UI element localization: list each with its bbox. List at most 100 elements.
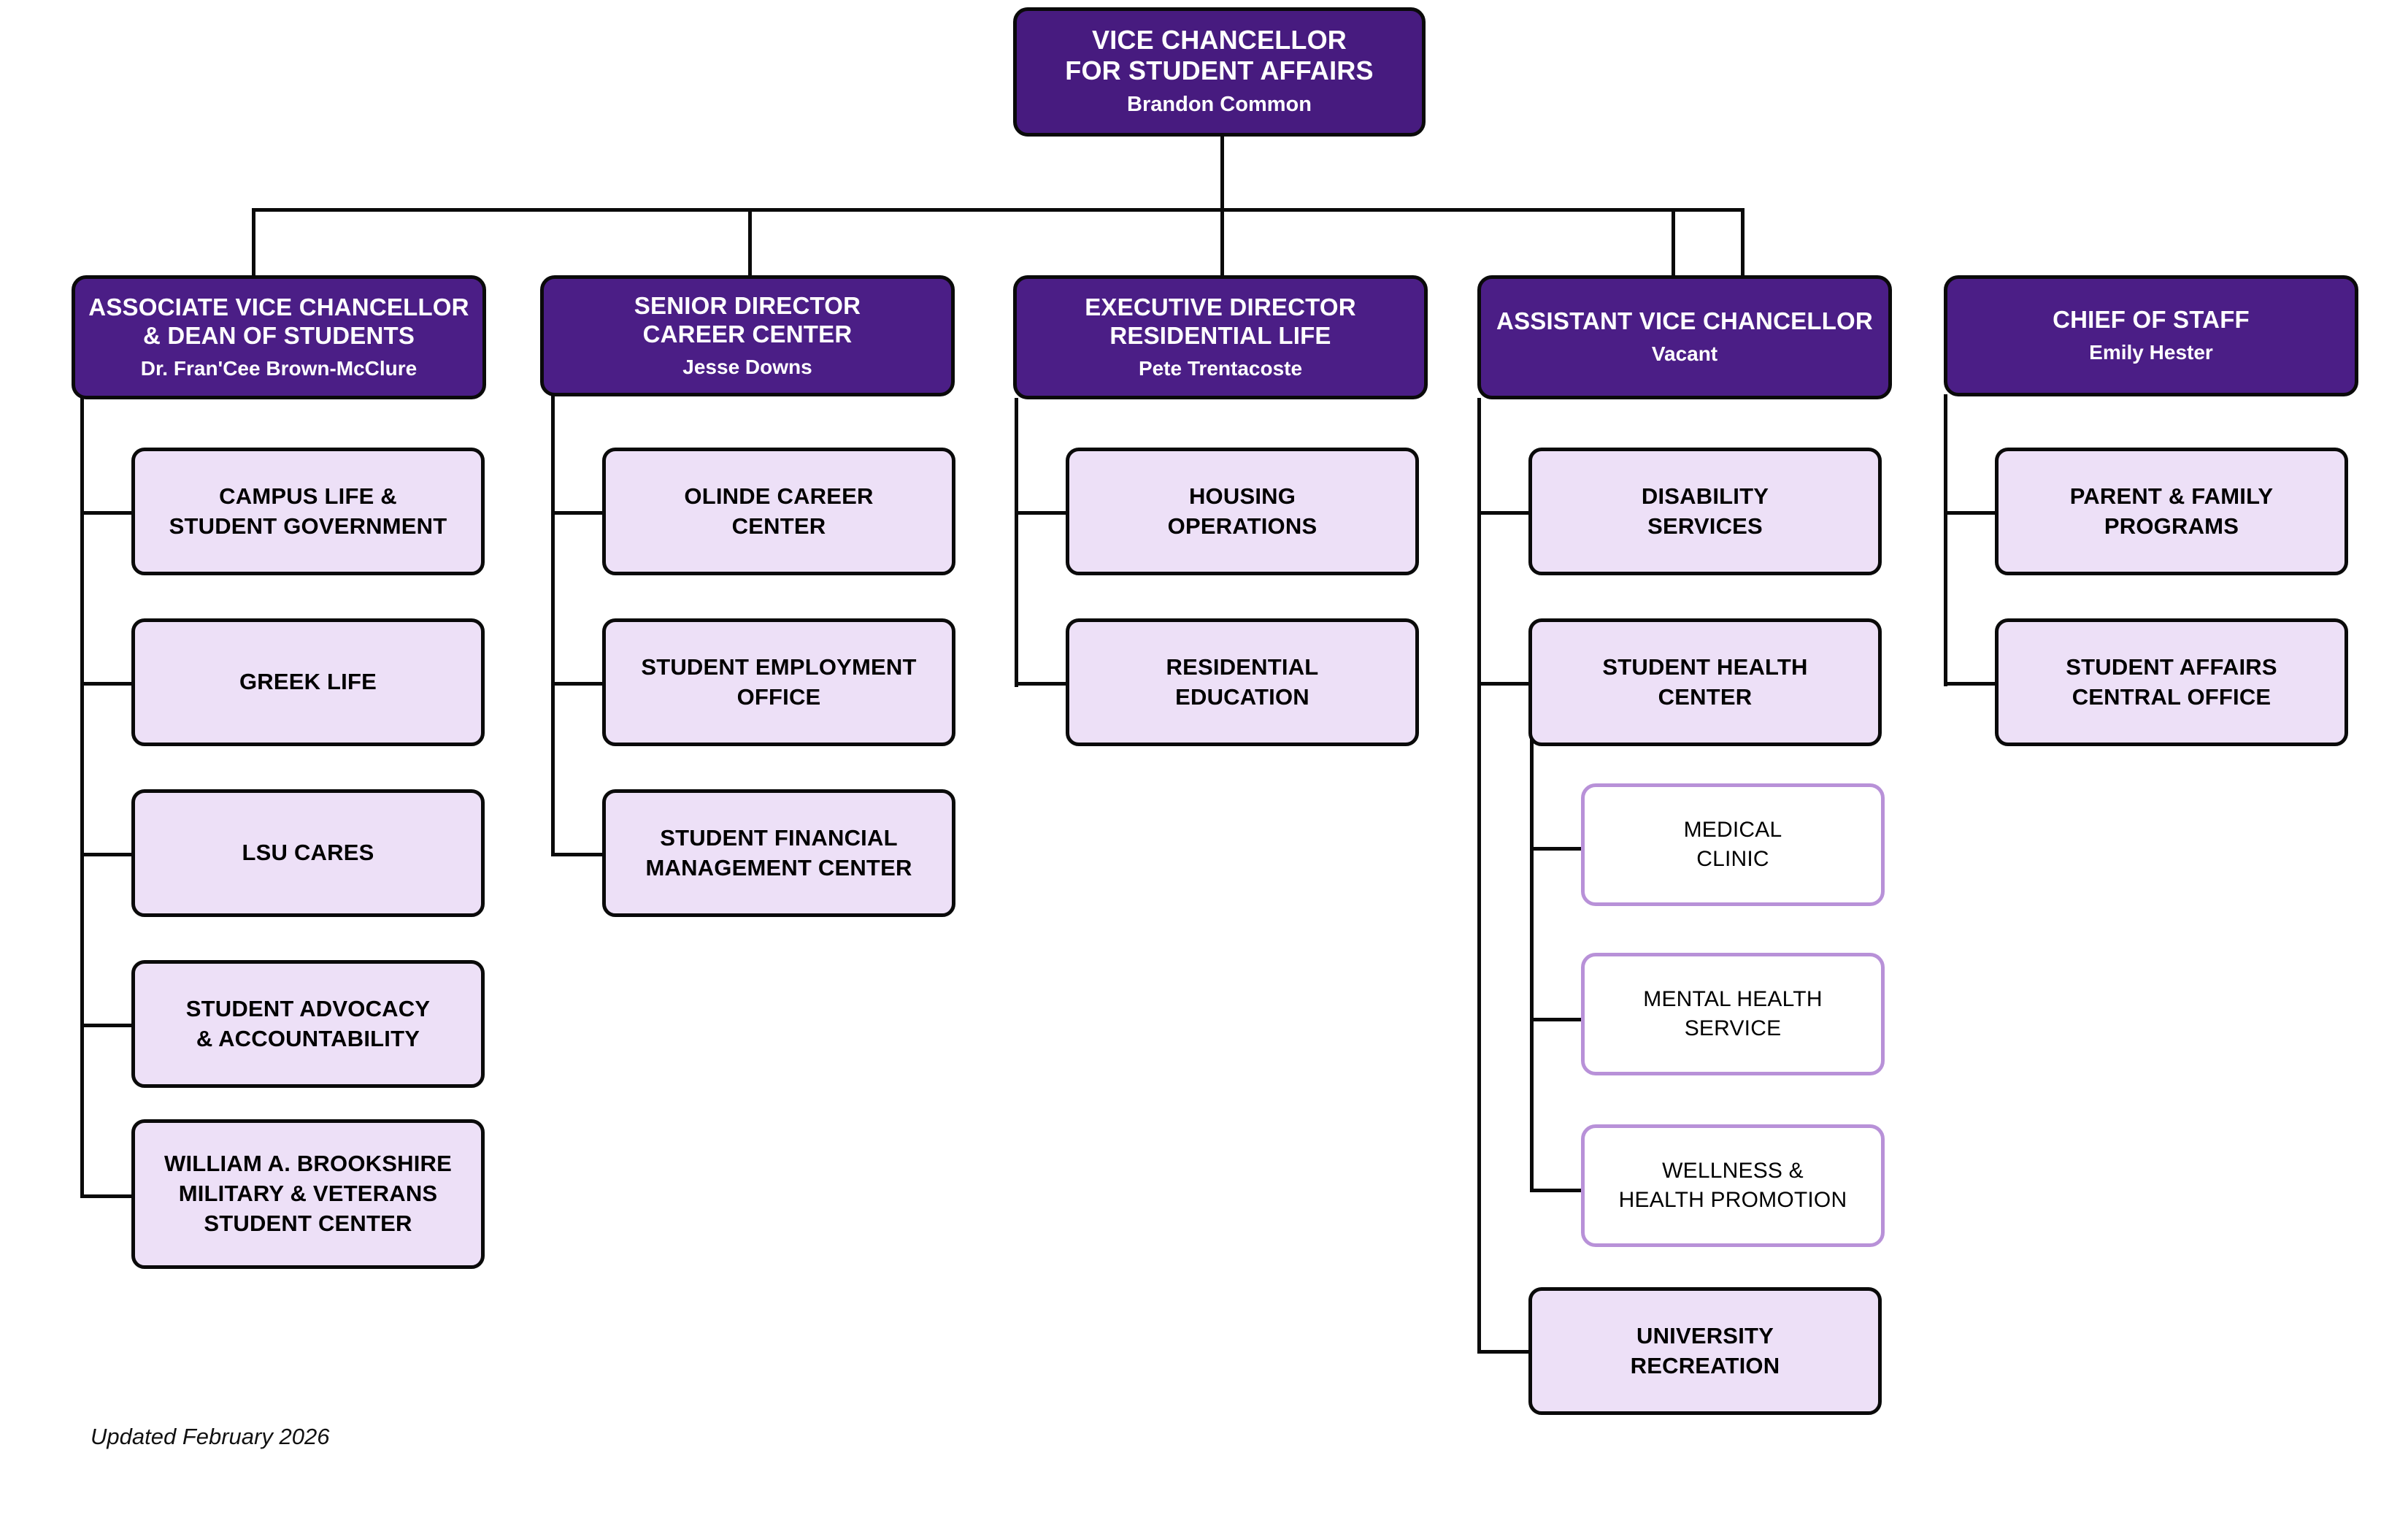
node-person: Pete Trentacoste	[1138, 356, 1303, 380]
node-student-health-center[interactable]: STUDENT HEALTH CENTER	[1528, 618, 1882, 746]
connector-spine-branch-3	[1015, 398, 1018, 687]
node-associate-vice-chancellor-dean-of-students[interactable]: ASSOCIATE VICE CHANCELLOR & DEAN OF STUD…	[72, 275, 486, 399]
node-student-advocacy-accountability[interactable]: STUDENT ADVOCACY & ACCOUNTABILITY	[131, 960, 485, 1088]
node-label-line1: HOUSING	[1188, 483, 1296, 509]
node-person: Brandon Common	[1127, 92, 1312, 116]
node-label-line1: MENTAL HEALTH	[1643, 987, 1823, 1012]
node-label-line1: GREEK LIFE	[239, 669, 377, 695]
connector-stub-shc-c1	[1530, 847, 1582, 851]
connector-stub-b5-c1	[1944, 511, 1996, 515]
node-label-line2: PROGRAMS	[2104, 513, 2239, 539]
node-disability-services[interactable]: DISABILITY SERVICES	[1528, 448, 1882, 575]
node-senior-director-career-center[interactable]: SENIOR DIRECTOR CAREER CENTER Jesse Down…	[540, 275, 955, 396]
node-label-line2: OPERATIONS	[1167, 513, 1318, 539]
node-student-employment-office[interactable]: STUDENT EMPLOYMENT OFFICE	[602, 618, 955, 746]
node-wellness-health-promotion[interactable]: WELLNESS & HEALTH PROMOTION	[1581, 1124, 1885, 1247]
connector-stub-b4-c2	[1477, 682, 1530, 686]
node-label-line1: STUDENT HEALTH	[1602, 653, 1808, 680]
node-label-line1: UNIVERSITY	[1636, 1322, 1774, 1349]
node-label-line2: EDUCATION	[1175, 683, 1309, 710]
connector-stub-b4-c3	[1477, 1350, 1530, 1354]
node-university-recreation[interactable]: UNIVERSITY RECREATION	[1528, 1287, 1882, 1415]
node-title-line1: ASSISTANT VICE CHANCELLOR	[1496, 307, 1873, 335]
node-person: Jesse Downs	[682, 355, 812, 378]
node-title-line1: CHIEF OF STAFF	[2053, 306, 2250, 334]
connector-stub-b1-c2	[80, 682, 133, 686]
node-residential-education[interactable]: RESIDENTIAL EDUCATION	[1066, 618, 1419, 746]
node-label-line1: MEDICAL	[1683, 818, 1782, 843]
node-title-line1: VICE CHANCELLOR	[1091, 24, 1347, 55]
connector-stub-b2-c2	[551, 682, 604, 686]
connector-root-stem	[1220, 135, 1224, 210]
node-person: Dr. Fran'Cee Brown-McClure	[140, 356, 418, 380]
node-chief-of-staff[interactable]: CHIEF OF STAFF Emily Hester	[1944, 275, 2358, 396]
connector-stub-b2-c1	[551, 511, 604, 515]
node-label-line2: & ACCOUNTABILITY	[196, 1025, 420, 1051]
connector-stub-b1-c3	[80, 853, 133, 856]
node-label-line2: CENTER	[1658, 683, 1753, 710]
node-label-line2: CENTER	[731, 513, 826, 539]
node-label-line1: RESIDENTIAL	[1166, 653, 1319, 680]
connector-stub-b3-c2	[1015, 682, 1067, 686]
node-person: Vacant	[1651, 342, 1718, 365]
connector-drop-branch-5	[1741, 208, 1745, 275]
connector-spine-branch-1	[80, 398, 84, 1198]
node-label-line1: WELLNESS &	[1662, 1159, 1804, 1184]
connector-stub-b3-c1	[1015, 511, 1067, 515]
node-label-line1: WILLIAM A. BROOKSHIRE	[164, 1151, 452, 1177]
connector-drop-branch-1	[252, 208, 255, 275]
node-executive-director-residential-life[interactable]: EXECUTIVE DIRECTOR RESIDENTIAL LIFE Pete…	[1013, 275, 1428, 399]
connector-drop-branch-4	[1672, 208, 1675, 275]
node-title-line2: & DEAN OF STUDENTS	[142, 322, 415, 350]
node-label-line2: MILITARY & VETERANS	[178, 1181, 438, 1207]
node-label-line2: CENTRAL OFFICE	[2072, 683, 2272, 710]
node-label-line2: STUDENT GOVERNMENT	[169, 513, 447, 539]
node-housing-operations[interactable]: HOUSING OPERATIONS	[1066, 448, 1419, 575]
node-title-line2: CAREER CENTER	[642, 321, 853, 348]
node-title-line2: FOR STUDENT AFFAIRS	[1065, 55, 1374, 86]
node-label-line1: STUDENT FINANCIAL	[660, 824, 898, 851]
node-label-line2: RECREATION	[1630, 1352, 1780, 1378]
node-medical-clinic[interactable]: MEDICAL CLINIC	[1581, 783, 1885, 906]
node-label-line1: DISABILITY	[1641, 483, 1769, 509]
connector-spine-student-health-center	[1530, 730, 1534, 1190]
node-title-line2: RESIDENTIAL LIFE	[1109, 322, 1331, 350]
node-lsu-cares[interactable]: LSU CARES	[131, 789, 485, 917]
connector-stub-b5-c2	[1944, 682, 1996, 686]
node-title-line1: SENIOR DIRECTOR	[634, 291, 861, 319]
node-assistant-vice-chancellor[interactable]: ASSISTANT VICE CHANCELLOR Vacant	[1477, 275, 1892, 399]
node-olinde-career-center[interactable]: OLINDE CAREER CENTER	[602, 448, 955, 575]
node-william-a-brookshire-military-veterans-student-center[interactable]: WILLIAM A. BROOKSHIRE MILITARY & VETERAN…	[131, 1119, 485, 1269]
node-greek-life[interactable]: GREEK LIFE	[131, 618, 485, 746]
node-label-line2: HEALTH PROMOTION	[1618, 1188, 1847, 1212]
node-title-line1: EXECUTIVE DIRECTOR	[1085, 293, 1356, 321]
node-label-line1: PARENT & FAMILY	[2069, 483, 2274, 509]
node-label-line2: SERVICES	[1647, 513, 1763, 539]
node-label-line1: OLINDE CAREER	[684, 483, 874, 509]
node-person: Emily Hester	[2089, 340, 2213, 364]
connector-stub-b4-c1	[1477, 511, 1530, 515]
node-student-affairs-central-office[interactable]: STUDENT AFFAIRS CENTRAL OFFICE	[1995, 618, 2348, 746]
node-label-line2: MANAGEMENT CENTER	[645, 854, 912, 881]
node-vice-chancellor-student-affairs[interactable]: VICE CHANCELLOR FOR STUDENT AFFAIRS Bran…	[1013, 7, 1426, 137]
node-label-line2: OFFICE	[736, 683, 821, 710]
node-campus-life-student-government[interactable]: CAMPUS LIFE & STUDENT GOVERNMENT	[131, 448, 485, 575]
connector-stub-b1-c5	[80, 1194, 133, 1198]
connector-drop-branch-3	[1220, 208, 1224, 275]
connector-stub-b1-c4	[80, 1024, 133, 1027]
updated-note: Updated February 2026	[91, 1424, 330, 1449]
node-label-line1: STUDENT AFFAIRS	[2066, 653, 2277, 680]
connector-stub-b2-c3	[551, 853, 604, 856]
node-parent-family-programs[interactable]: PARENT & FAMILY PROGRAMS	[1995, 448, 2348, 575]
node-label-line2: SERVICE	[1684, 1016, 1782, 1040]
node-label-line1: LSU CARES	[242, 840, 374, 866]
connector-stub-b1-c1	[80, 511, 133, 515]
node-student-financial-management-center[interactable]: STUDENT FINANCIAL MANAGEMENT CENTER	[602, 789, 955, 917]
node-label-line1: CAMPUS LIFE &	[219, 483, 397, 509]
node-label-line3: STUDENT CENTER	[204, 1210, 412, 1236]
node-mental-health-service[interactable]: MENTAL HEALTH SERVICE	[1581, 953, 1885, 1075]
node-label-line1: STUDENT ADVOCACY	[185, 995, 431, 1021]
connector-spine-branch-5	[1944, 394, 1947, 686]
node-title-line1: ASSOCIATE VICE CHANCELLOR	[88, 293, 469, 321]
